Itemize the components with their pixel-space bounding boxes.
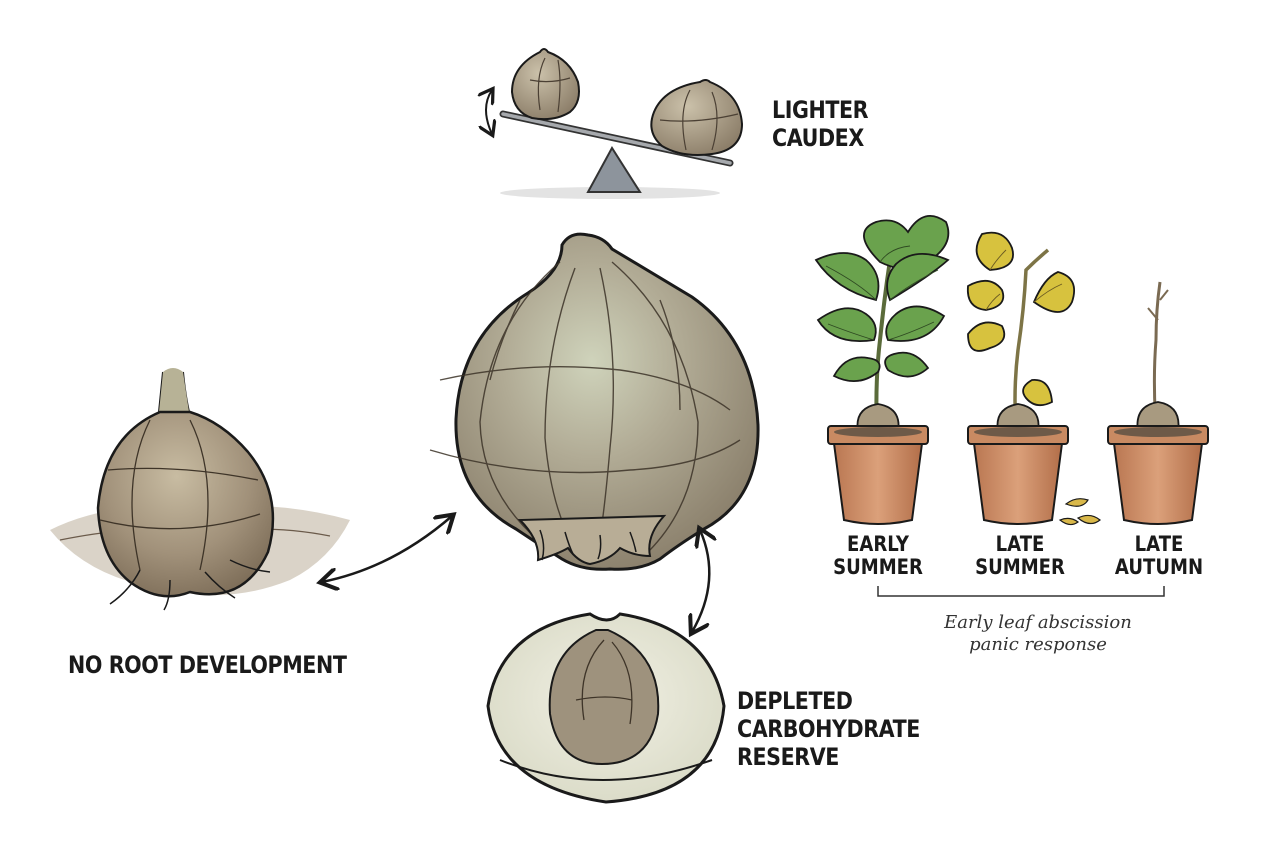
plant-late-summer bbox=[966, 231, 1101, 526]
label-line: NO ROOT DEVELOPMENT bbox=[68, 651, 347, 679]
label-line: LIGHTER bbox=[772, 96, 869, 124]
cross-section-caudex bbox=[486, 612, 726, 804]
stage-line1: EARLY bbox=[846, 532, 910, 556]
double-arrow-icon bbox=[486, 90, 492, 134]
stage-bracket bbox=[877, 586, 1165, 597]
label-line: CAUDEX bbox=[772, 124, 864, 152]
stage-line1: LATE bbox=[995, 532, 1045, 556]
label-line: CARBOHYDRATE bbox=[737, 715, 920, 743]
arrow-central-to-section bbox=[692, 530, 709, 632]
stage-line1: LATE bbox=[1134, 532, 1184, 556]
heavy-caudex-on-seesaw bbox=[650, 79, 744, 156]
stage-line2: AUTUMN bbox=[1114, 555, 1204, 579]
light-caudex-on-seesaw bbox=[510, 48, 580, 121]
label-no-root-development: NO ROOT DEVELOPMENT bbox=[68, 651, 347, 679]
stage-line2: SUMMER bbox=[975, 555, 1065, 579]
plant-early-summer bbox=[814, 215, 950, 525]
label-line: RESERVE bbox=[737, 743, 839, 771]
small-caudex-no-roots bbox=[50, 368, 350, 611]
plant-late-autumn bbox=[1107, 281, 1209, 525]
fallen-leaves-icon bbox=[1058, 498, 1101, 526]
stage-label-late-summer: LATE SUMMER bbox=[968, 533, 1071, 579]
arrow-root-to-central bbox=[322, 516, 452, 582]
stage-note: Early leaf abscission panic response bbox=[908, 612, 1168, 656]
central-caudex bbox=[429, 232, 760, 571]
stage-label-early-summer: EARLY SUMMER bbox=[826, 533, 929, 579]
seesaw-icon bbox=[486, 48, 744, 199]
note-line: Early leaf abscission bbox=[944, 612, 1132, 633]
stage-line2: SUMMER bbox=[833, 555, 923, 579]
label-lighter-caudex: LIGHTER CAUDEX bbox=[772, 96, 869, 152]
label-line: DEPLETED bbox=[737, 687, 853, 715]
label-depleted-reserve: DEPLETED CARBOHYDRATE RESERVE bbox=[737, 687, 920, 771]
note-line: panic response bbox=[969, 634, 1107, 655]
stage-label-late-autumn: LATE AUTUMN bbox=[1107, 533, 1210, 579]
